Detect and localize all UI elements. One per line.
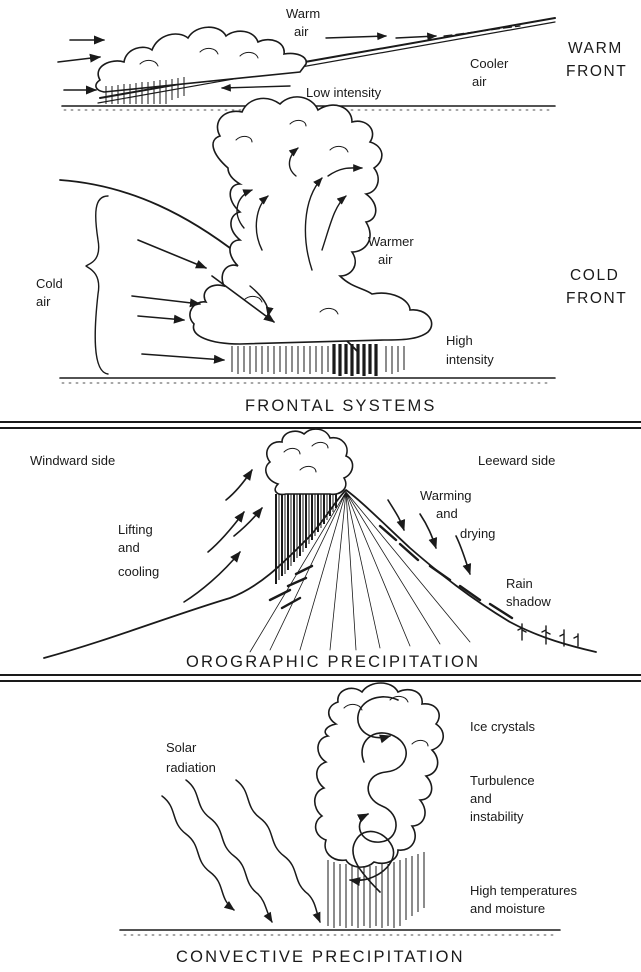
cold-front-label-line2: FRONT <box>566 290 627 307</box>
cold-front-label-line1: COLD <box>570 267 619 284</box>
convective-panel: Solar radiation Ice crystals Turbulence … <box>120 683 577 935</box>
section-divider-1 <box>0 422 641 428</box>
section-divider-2 <box>0 675 641 681</box>
cold-front-panel: Cold air Warmer air High intensity COLD … <box>36 97 627 383</box>
turbulence-label-line3: instability <box>470 809 524 824</box>
solar-radiation-label-line1: Solar <box>166 740 197 755</box>
cooler-air-label-line1: Cooler <box>470 56 509 71</box>
convective-precipitation-caption: CONVECTIVE PRECIPITATION <box>176 948 465 966</box>
warming-label-line1: Warming <box>420 488 472 503</box>
convective-cloud <box>315 683 444 867</box>
cooler-air-label-line2: air <box>472 74 487 89</box>
warm-front-label-line2: FRONT <box>566 63 627 80</box>
cold-front-cloud <box>190 97 432 344</box>
lifting-arrows <box>184 470 262 602</box>
frontal-systems-caption: FRONTAL SYSTEMS <box>245 397 437 415</box>
windward-side-label: Windward side <box>30 453 115 468</box>
orographic-cloud <box>266 429 353 494</box>
rain-shadow-label-line1: Rain <box>506 576 533 591</box>
cold-air-label-line1: Cold <box>36 276 63 291</box>
warm-front-cloud <box>96 27 306 92</box>
cold-air-brace <box>86 196 108 374</box>
rain-shadow-shrubs <box>518 624 578 646</box>
orographic-precipitation-caption: OROGRAPHIC PRECIPITATION <box>186 653 480 671</box>
cold-air-label-line2: air <box>36 294 51 309</box>
high-intensity-label-line1: High <box>446 333 473 348</box>
high-temperatures-label-line1: High temperatures <box>470 883 577 898</box>
turbulence-label-line2: and <box>470 791 492 806</box>
low-intensity-label: Low intensity <box>306 85 382 100</box>
rain-shadow-label-line2: shadow <box>506 594 551 609</box>
orographic-panel: Windward side Leeward side Lifting and c… <box>30 429 596 658</box>
warming-label-line2: and <box>436 506 458 521</box>
ice-crystals-label: Ice crystals <box>470 719 536 734</box>
solar-radiation-label-line2: radiation <box>166 760 216 775</box>
warm-air-label-line1: Warm <box>286 6 320 21</box>
turbulence-label-line1: Turbulence <box>470 773 535 788</box>
leeward-side-label: Leeward side <box>478 453 555 468</box>
lifting-label-line1: Lifting <box>118 522 153 537</box>
warm-front-label-line1: WARM <box>568 40 623 57</box>
warm-air-label-line2: air <box>294 24 309 39</box>
high-temperatures-label-line2: and moisture <box>470 901 545 916</box>
warmer-air-label-line1: Warmer <box>368 234 414 249</box>
solar-radiation-arrows <box>162 780 320 922</box>
lifting-label-line3: cooling <box>118 564 159 579</box>
warmer-air-label-line2: air <box>378 252 393 267</box>
lifting-label-line2: and <box>118 540 140 555</box>
high-intensity-label-line2: intensity <box>446 352 494 367</box>
warm-front-panel: Warm air Cooler air Low intensity WARM F… <box>58 6 627 110</box>
cold-front-rain <box>232 344 404 376</box>
windward-rain <box>276 494 336 584</box>
warming-label-line3: drying <box>460 526 495 541</box>
